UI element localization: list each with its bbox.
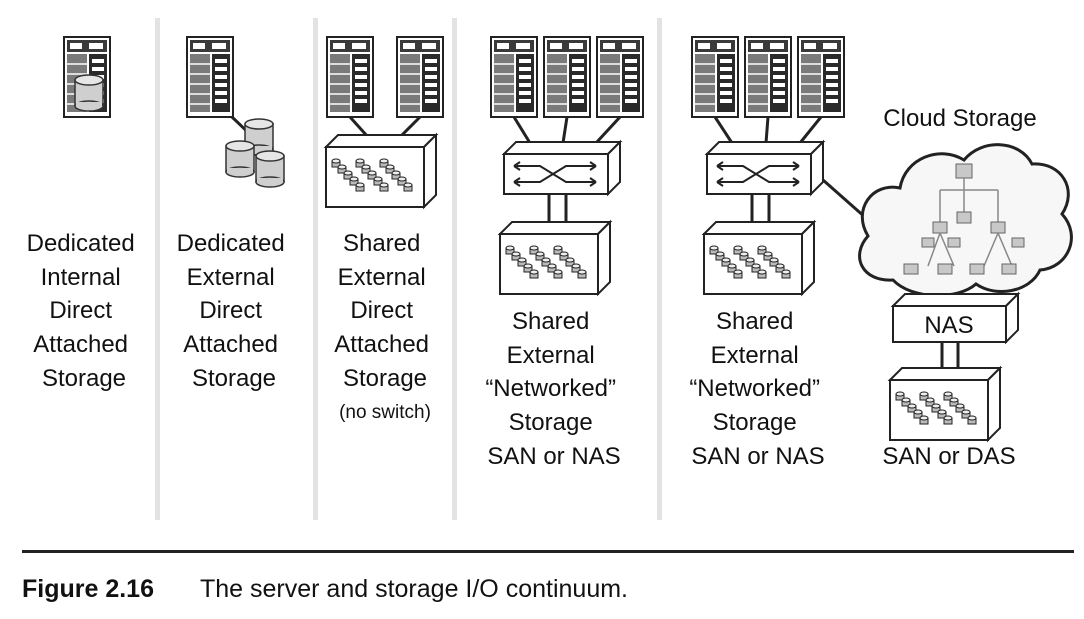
column-label: Shared External “Networked” Storage SAN … bbox=[485, 308, 622, 470]
storage-array-icon bbox=[326, 135, 436, 207]
disk-cylinder-icon bbox=[255, 150, 285, 188]
column-divider bbox=[155, 18, 160, 520]
column-label: Shared External Direct Attached Storage bbox=[334, 230, 435, 392]
cloud-title: Cloud Storage bbox=[883, 105, 1036, 132]
cloud-storage-label: SAN or DAS bbox=[882, 443, 1015, 470]
nas-box: NAS bbox=[890, 291, 1021, 345]
storage-array-icon bbox=[890, 368, 1000, 440]
nas-label: NAS bbox=[924, 312, 973, 339]
storage-array-icon bbox=[500, 222, 610, 294]
server-icon bbox=[797, 36, 845, 118]
column-divider bbox=[313, 18, 318, 520]
switch-icon bbox=[503, 141, 621, 195]
server-icon bbox=[596, 36, 644, 118]
column-label: Dedicated Internal Direct Attached Stora… bbox=[27, 230, 142, 392]
disk-cylinder-icon bbox=[225, 140, 255, 178]
disk-cylinder-icon bbox=[74, 74, 104, 112]
column-note: (no switch) bbox=[339, 402, 431, 423]
column-divider bbox=[452, 18, 457, 520]
server-icon bbox=[744, 36, 792, 118]
figure-number: Figure 2.16 bbox=[22, 575, 154, 603]
server-icon bbox=[326, 36, 374, 118]
column-label: Shared External “Networked” Storage SAN … bbox=[689, 308, 826, 470]
cloud-link bbox=[822, 178, 867, 220]
column-label: Dedicated External Direct Attached Stora… bbox=[177, 230, 292, 392]
caption-rule bbox=[22, 550, 1074, 553]
server-icon bbox=[543, 36, 591, 118]
server-icon bbox=[186, 36, 234, 118]
switch-icon bbox=[706, 141, 824, 195]
server-icon bbox=[396, 36, 444, 118]
server-icon bbox=[490, 36, 538, 118]
cloud-icon bbox=[858, 143, 1073, 297]
column-divider bbox=[657, 18, 662, 520]
storage-array-icon bbox=[704, 222, 814, 294]
server-icon bbox=[691, 36, 739, 118]
figure-caption: The server and storage I/O continuum. bbox=[200, 575, 628, 603]
